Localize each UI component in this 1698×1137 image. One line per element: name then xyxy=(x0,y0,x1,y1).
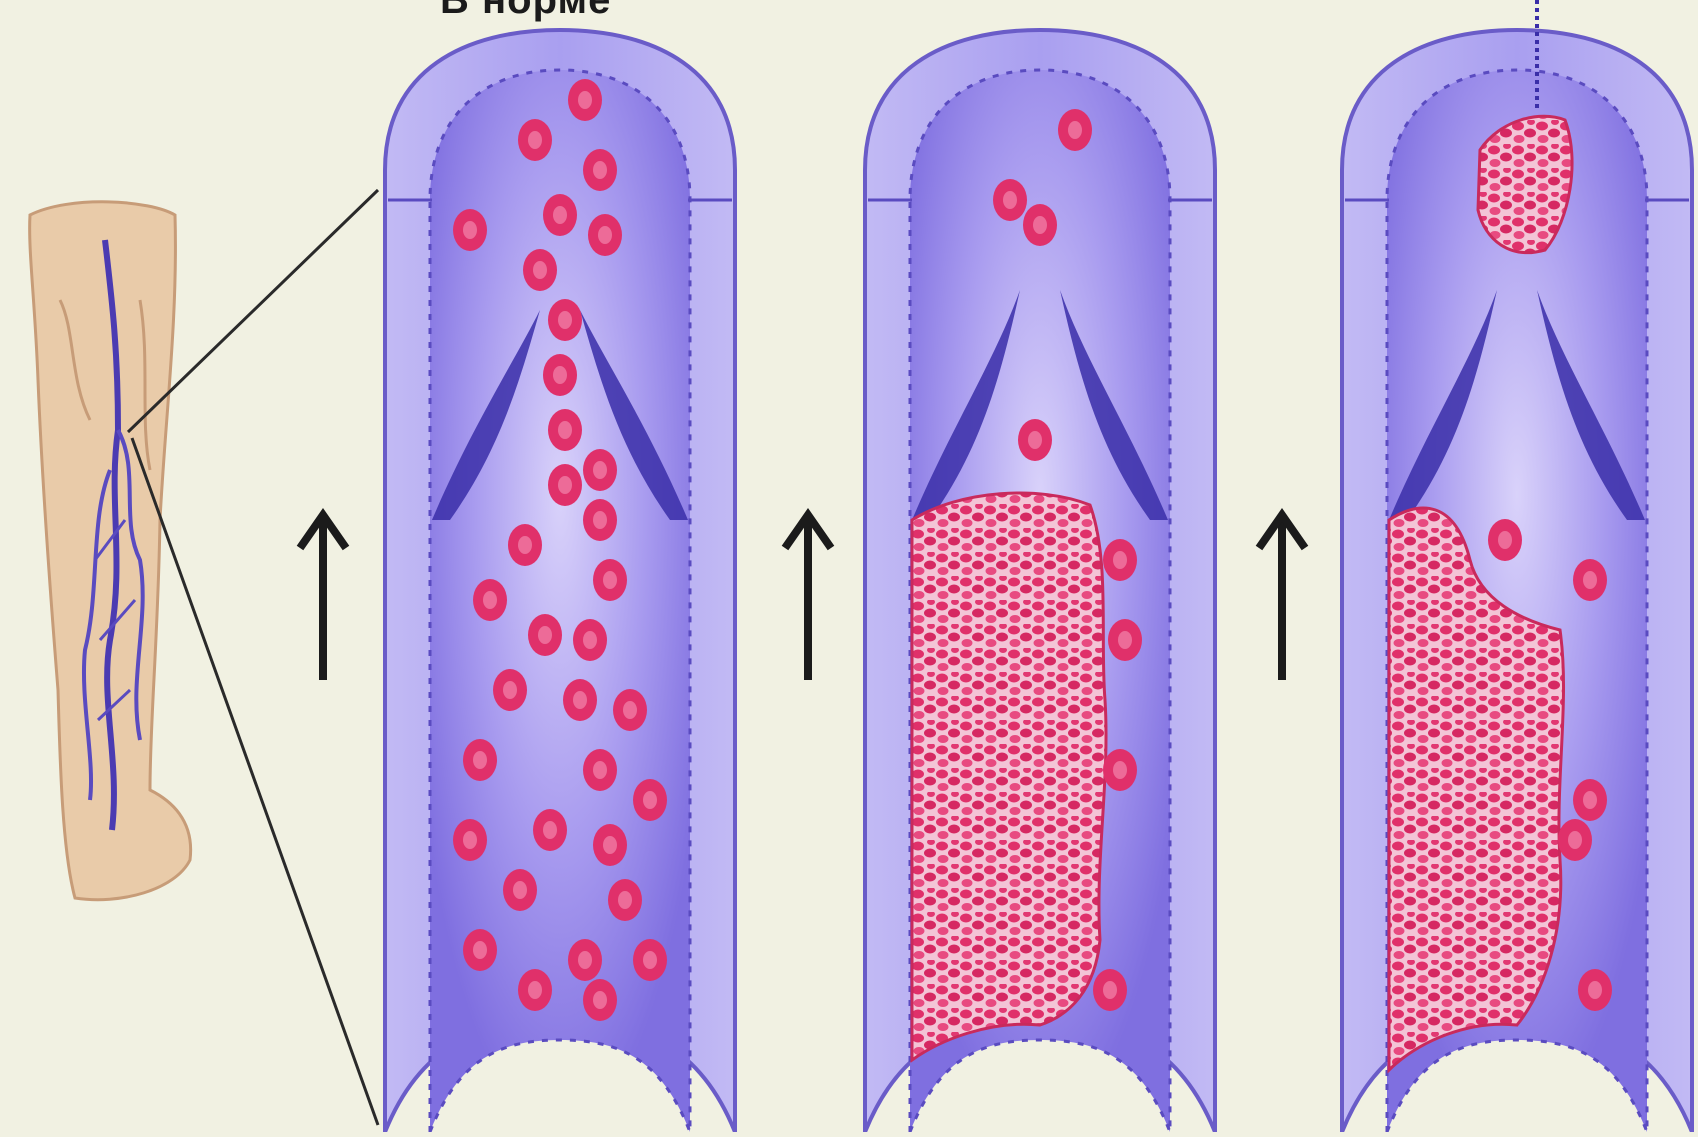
normal-flow-label: В норме xyxy=(440,0,611,23)
flow-arrow xyxy=(300,515,346,680)
leg-icon xyxy=(30,202,191,900)
thrombus xyxy=(912,493,1106,1060)
vein-panel-normal xyxy=(385,30,735,1132)
embolus xyxy=(1478,116,1572,252)
flow-arrow xyxy=(1259,515,1305,680)
flow-arrow xyxy=(785,515,831,680)
vein-panel-thrombus-forming xyxy=(865,30,1215,1132)
vein-panel-thrombus-breaking xyxy=(1342,0,1692,1132)
